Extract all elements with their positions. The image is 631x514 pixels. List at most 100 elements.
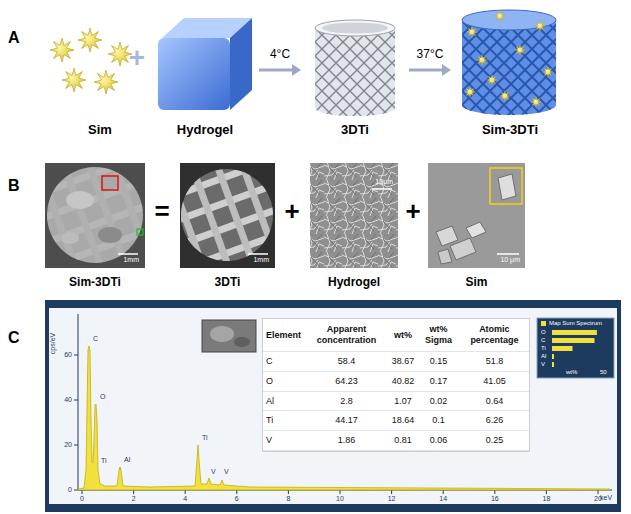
illustration-node: Sim-3DTi	[455, 5, 565, 138]
sem-composite-part	[47, 167, 143, 263]
sim-particles-part	[94, 70, 118, 94]
table-cell: wt%	[394, 330, 412, 340]
loaded-scaffold-part	[462, 20, 556, 115]
table-cell: 2.8	[340, 396, 353, 406]
table-cell-box: wt%	[389, 319, 418, 352]
illustration-node: Hydrogel	[155, 10, 255, 138]
table-cell: 1.86	[338, 435, 356, 445]
table-cell: 0.25	[486, 435, 504, 445]
spectrum-panel-part-part	[391, 490, 392, 494]
sem-image-node: Sim-3DTi 1mm	[45, 163, 145, 290]
bar-label: Ti	[541, 345, 546, 351]
sem-composite-part	[61, 232, 79, 244]
axis-tick: 4	[183, 495, 187, 502]
scale-label: 1mm	[253, 256, 269, 263]
panel-letter: C	[8, 330, 20, 346]
table-cell-box: 38.67	[389, 352, 418, 372]
element-table: ElementApparent concentrationwt%wt% Sigm…	[262, 318, 530, 452]
sem-image-node: Hydrogel10μm	[310, 163, 398, 290]
table-cell: 0.1	[432, 415, 445, 425]
image-label: Sim-3DTi	[45, 276, 145, 290]
sem-drug-part	[490, 168, 522, 204]
sim-particles-part	[62, 68, 86, 92]
arrow-head	[442, 64, 451, 76]
equals-sign: =	[154, 198, 169, 224]
axis-tick: 6	[235, 495, 239, 502]
table-cell-box: 1.86	[304, 431, 389, 451]
sem-composite-part	[118, 253, 138, 255]
loaded-scaffold-part-part	[500, 91, 511, 102]
spectrum-panel-part-part	[133, 490, 134, 494]
spectrum-panel-part-part	[74, 445, 78, 446]
sem-composite	[45, 163, 145, 268]
arrow-shaft	[259, 69, 292, 72]
titanium-scaffold-part	[315, 28, 395, 116]
image-label: 3DTi	[180, 276, 275, 290]
table-cell: Atomic percentage	[470, 324, 518, 345]
sim-particles-part	[108, 42, 132, 66]
panel-letter: A	[8, 30, 20, 46]
axis-tick: 8	[286, 495, 290, 502]
sem-drug-part	[497, 253, 519, 255]
table-cell-box: C	[263, 352, 304, 372]
spectrum-panel-part-part	[236, 490, 237, 494]
sem-scaffold-part	[180, 163, 275, 268]
sim-particles-part	[50, 38, 74, 62]
spectrum-panel-part	[537, 318, 614, 378]
table-cell: C	[266, 356, 273, 366]
table-cell: Apparent concentration	[317, 324, 377, 345]
table-cell: 6.26	[486, 415, 504, 425]
plus-sign: +	[129, 44, 145, 72]
table-cell-box: 18.64	[389, 411, 418, 431]
condition-label: 4°C	[268, 48, 292, 62]
spectrum-panel-part	[49, 308, 617, 504]
loaded-scaffold-part	[462, 20, 556, 115]
titanium-scaffold-part	[315, 28, 395, 116]
sem-hydrogel-part	[372, 188, 392, 190]
spectrum-panel-part	[202, 320, 256, 352]
axis-tick: 40	[64, 396, 72, 403]
table-cell-box: 41.05	[460, 371, 529, 391]
process-arrow	[409, 64, 451, 76]
sem-drug-part	[428, 163, 525, 268]
arrow-head	[292, 64, 301, 76]
spectrum-panel-part-part	[185, 490, 186, 494]
titanium-scaffold-part	[315, 20, 395, 36]
spectrum-panel-part	[78, 314, 79, 490]
table-cell: 58.4	[338, 356, 356, 366]
scale-label: 10 μm	[500, 256, 520, 263]
bar-label: O	[541, 329, 546, 335]
sem-composite-part	[45, 163, 145, 268]
scale-label: 1mm	[123, 256, 139, 263]
table-cell-box: 40.82	[389, 371, 418, 391]
table-row: Ti 44.17 18.64 0.1 6.26	[263, 411, 529, 431]
spectrum-panel	[45, 300, 621, 512]
spectrum-panel-part-part	[340, 490, 341, 494]
loaded-scaffold-part-part	[465, 87, 476, 98]
table-cell: 40.82	[392, 376, 415, 386]
spectrum-panel-part-part	[494, 490, 495, 494]
axis-tick: 16	[491, 495, 499, 502]
item-label: Sim-3DTi	[455, 123, 565, 138]
loaded-scaffold-part-part	[515, 45, 526, 56]
loaded-scaffold-part-part	[467, 27, 478, 38]
table-grid: ElementApparent concentrationwt%wt% Sigm…	[263, 319, 529, 451]
image-label: Hydrogel	[310, 276, 398, 290]
sem-drug-part	[438, 249, 452, 264]
sem-image-node: 3DTi 1mm	[180, 163, 275, 290]
sem-composite-part	[98, 227, 122, 243]
table-cell-box: 0.81	[389, 431, 418, 451]
titanium-scaffold	[315, 20, 395, 116]
table-cell: 0.06	[430, 435, 448, 445]
table-cell-box: Ti	[263, 411, 304, 431]
hydrogel-cube-part	[158, 38, 230, 110]
spectrum-panel-part	[552, 338, 595, 343]
spectrum-panel-part	[45, 300, 621, 512]
spectrum-panel-part	[234, 337, 250, 347]
table-cell: 44.17	[335, 415, 358, 425]
table-cell-box: Element	[263, 319, 304, 352]
table-cell: 41.05	[483, 376, 506, 386]
table-cell-box: O	[263, 371, 304, 391]
sem-composite-part	[137, 229, 143, 235]
table-cell: 0.17	[430, 376, 448, 386]
